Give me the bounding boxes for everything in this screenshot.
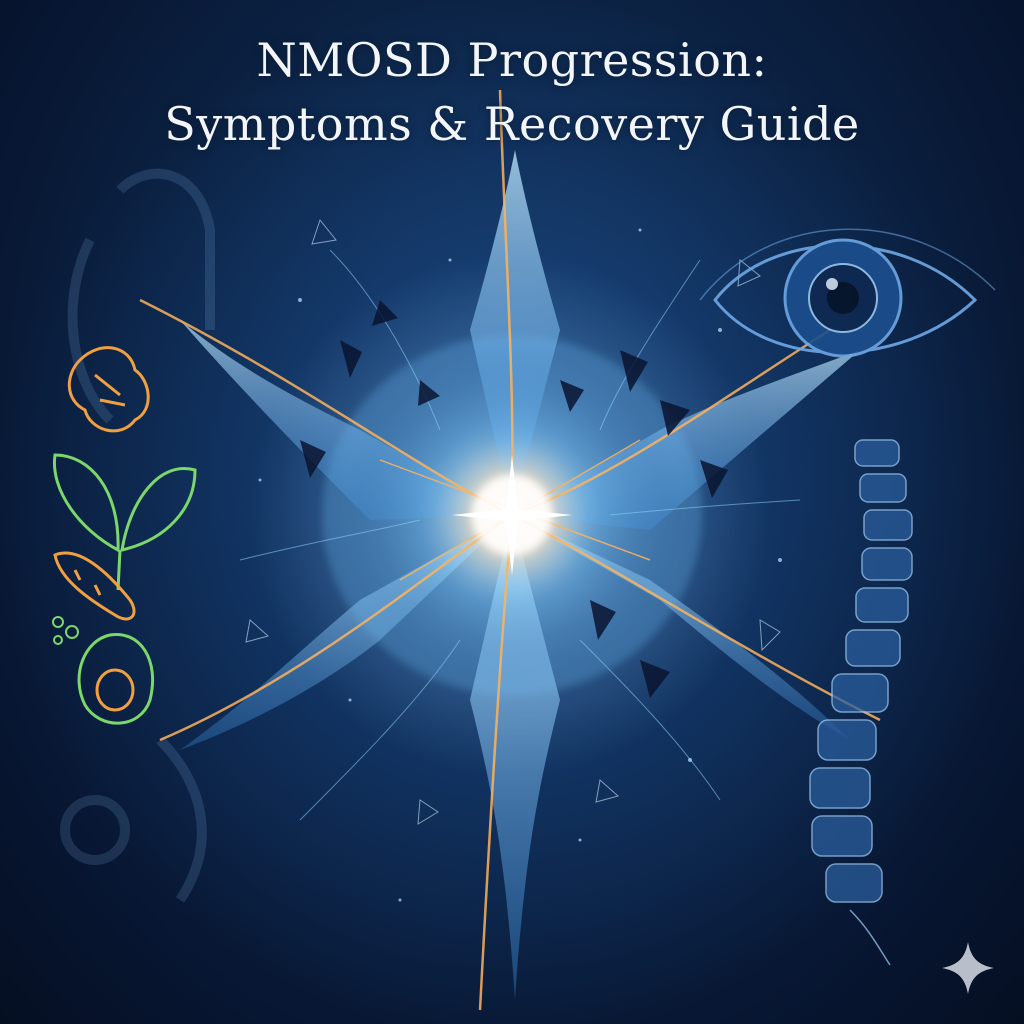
title-line-2: Symptoms & Recovery Guide bbox=[164, 97, 860, 151]
neuron-star bbox=[180, 150, 860, 1000]
ginger-icon bbox=[67, 346, 150, 433]
bubbles bbox=[52, 616, 79, 645]
turmeric-icon bbox=[53, 551, 136, 621]
nerve-fibers bbox=[139, 89, 881, 1011]
core-spark bbox=[452, 455, 572, 575]
avocado-icon bbox=[77, 632, 155, 725]
sparkle-icon bbox=[942, 942, 994, 994]
spine-icon bbox=[809, 439, 913, 966]
particles bbox=[258, 228, 782, 902]
title-line-1: NMOSD Progression: bbox=[256, 33, 768, 87]
spinach-icon bbox=[52, 453, 197, 591]
background-silhouettes bbox=[60, 168, 215, 903]
filaments bbox=[239, 249, 801, 821]
eye-icon bbox=[699, 228, 996, 358]
page-title: NMOSD Progression: Symptoms & Recovery G… bbox=[0, 28, 1024, 156]
glass-shards bbox=[245, 218, 781, 825]
shattered-fragments bbox=[300, 300, 728, 698]
